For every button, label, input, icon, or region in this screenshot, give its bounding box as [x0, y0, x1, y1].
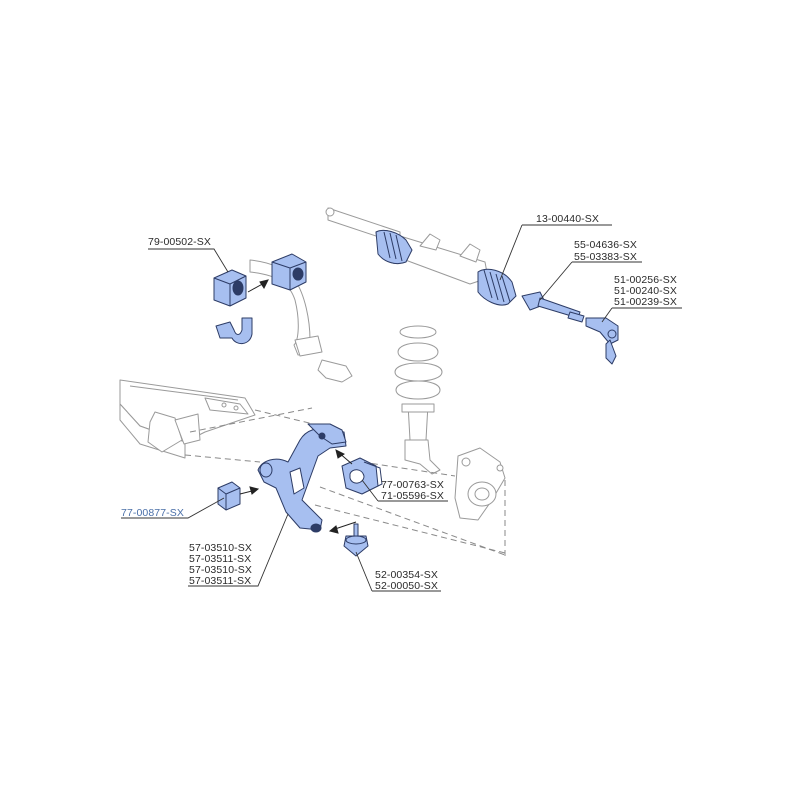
label-inner-tie-rod-1: 55-04636-SX — [574, 239, 637, 251]
label-front-arm-bushing: 77-00877-SX — [121, 507, 184, 519]
ghost-parts — [119, 207, 506, 521]
label-ball-joint-1: 52-00354-SX — [375, 569, 438, 581]
stabilizer-bushing-right — [271, 253, 307, 291]
label-control-arm-1: 57-03510-SX — [189, 542, 252, 554]
label-rear-arm-bushing-2: 71-05596-SX — [381, 490, 444, 502]
leader-lines — [121, 224, 682, 592]
label-stabilizer-bushing: 79-00502-SX — [148, 236, 211, 248]
tie-rod-end — [585, 317, 619, 365]
rack-boot-left — [375, 229, 413, 265]
label-rear-arm-bushing-1: 77-00763-SX — [381, 479, 444, 491]
label-tie-rod-end-1: 51-00256-SX — [614, 274, 677, 286]
front-arm-bushing — [217, 481, 241, 511]
label-tie-rod-end-2: 51-00240-SX — [614, 285, 677, 297]
steering-knuckle — [454, 447, 506, 521]
label-steering-rack: 13-00440-SX — [536, 213, 599, 225]
highlighted-parts — [213, 229, 619, 557]
subframe — [119, 379, 256, 459]
label-inner-tie-rod-2: 55-03383-SX — [574, 251, 637, 263]
strut-assembly — [394, 325, 443, 475]
stabilizer-clamp — [215, 317, 253, 344]
label-control-arm-2: 57-03511-SX — [189, 553, 252, 565]
stabilizer-bushing-left — [213, 269, 247, 307]
label-control-arm-4: 57-03511-SX — [189, 575, 252, 587]
lower-control-arm — [257, 423, 347, 533]
label-tie-rod-end-3: 51-00239-SX — [614, 296, 677, 308]
rack-boot-right — [477, 268, 517, 306]
ball-joint — [343, 523, 369, 557]
rear-arm-bushing — [341, 457, 383, 495]
assembly-arrows — [239, 279, 357, 534]
inner-tie-rod — [521, 291, 585, 323]
label-control-arm-3: 57-03510-SX — [189, 564, 252, 576]
label-ball-joint-2: 52-00050-SX — [375, 580, 438, 592]
